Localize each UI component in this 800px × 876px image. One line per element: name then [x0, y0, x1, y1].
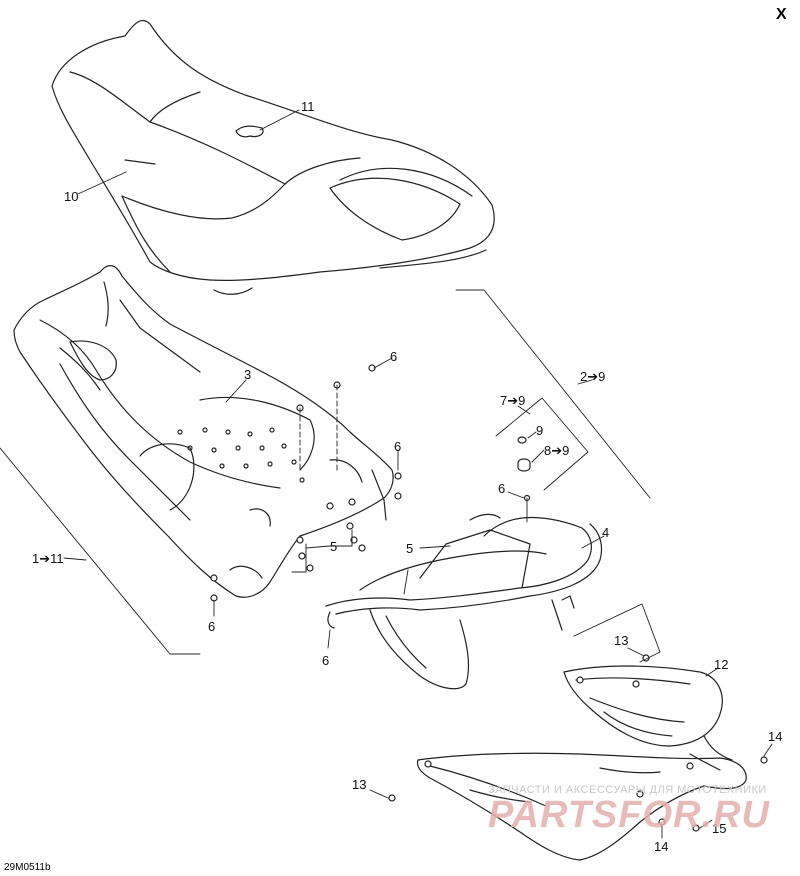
watermark-tagline: ЗАПЧАСТИ И АКСЕССУАРЫ ДЛЯ МОТОТЕХНИКИ	[488, 784, 767, 796]
callout-7-to-9: 7➔9	[500, 393, 526, 408]
callout-11-seat-insert: 11	[301, 99, 315, 114]
side-panel-part-12	[564, 666, 722, 746]
callout-3-body: 3	[244, 367, 252, 382]
fasteners-panel	[389, 655, 767, 831]
callout-13-lower: 13	[352, 777, 367, 792]
callout-15: 15	[712, 821, 727, 836]
callout-10-seat: 10	[64, 189, 79, 204]
callout-14-bottom: 14	[654, 839, 669, 854]
callout-6-mid: 6	[498, 481, 506, 496]
rear-handle-part-4	[326, 514, 602, 688]
seat-part-10	[52, 20, 494, 294]
lower-side-panel	[418, 736, 747, 860]
callout-5-left: 5	[330, 539, 338, 554]
leader-lines	[0, 110, 772, 838]
corner-mark: X	[776, 6, 787, 23]
grommet-group-7-9	[518, 437, 530, 501]
callout-6-bottom-left: 6	[208, 619, 216, 634]
callout-13-upper: 13	[614, 633, 629, 648]
watermark-logo: PARTSFOR.RU	[488, 794, 770, 836]
callout-6-right: 6	[394, 439, 402, 454]
callout-6-bottom: 6	[322, 653, 330, 668]
callout-2-to-9: 2➔9	[580, 369, 606, 384]
callout-4-handle: 4	[602, 525, 610, 540]
callout-14-right: 14	[768, 729, 783, 744]
callout-12-panel: 12	[714, 657, 729, 672]
callout-8-to-9: 8➔9	[544, 443, 570, 458]
figure-code: 29M0511b	[4, 862, 51, 873]
callout-6-top: 6	[390, 349, 398, 364]
body-part-3	[14, 266, 393, 598]
callout-1-to-11: 1➔11	[32, 551, 64, 566]
callout-9: 9	[536, 423, 544, 438]
callout-5-right: 5	[406, 541, 414, 556]
